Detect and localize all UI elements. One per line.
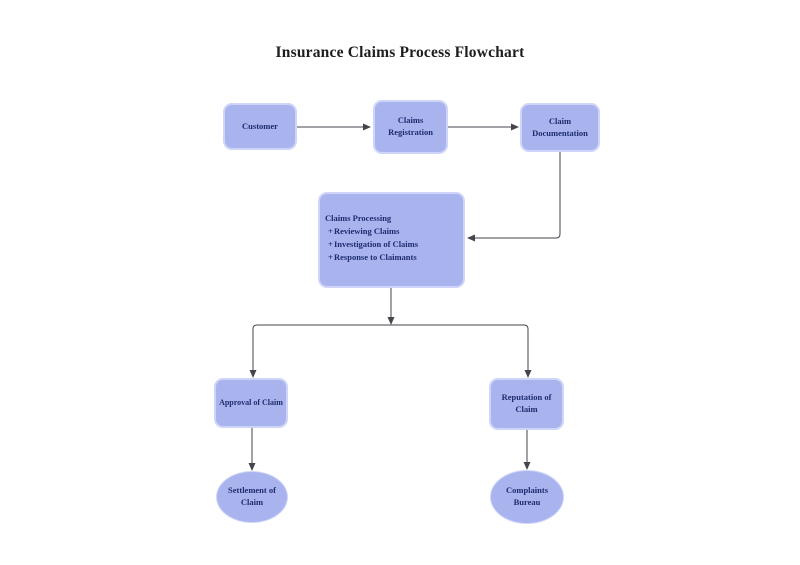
node-claims-registration-label: Claims Registration (388, 115, 433, 137)
arrowhead-approval (249, 370, 257, 378)
page-title: Insurance Claims Process Flowchart (275, 44, 525, 61)
node-claim-documentation-label: Claim Documentation (532, 115, 588, 138)
arrowhead-settlement (248, 463, 256, 471)
node-reputation-of-claim: Reputation of Claim (489, 378, 564, 430)
node-complaints-label: Complaints Bureau (505, 485, 549, 507)
arrowhead-processing (467, 234, 475, 242)
node-customer: Customer (223, 103, 297, 150)
arrowhead-registration (363, 123, 371, 131)
claims-processing-heading: Claims Processing (325, 213, 392, 223)
claims-processing-item: + Investigation of Claims (325, 238, 418, 251)
connector-branch-rail (252, 324, 529, 371)
claims-processing-item-label: Reviewing Claims (334, 226, 400, 236)
node-reputation-label: Reputation of Claim (501, 392, 552, 414)
arrowhead-branch-junction (387, 317, 395, 325)
node-claims-registration: Claims Registration (373, 100, 448, 154)
bullet-icon: + (328, 239, 333, 249)
bullet-icon: + (328, 252, 333, 262)
node-settlement-of-claim: Settlement of Claim (216, 471, 288, 523)
claims-processing-item: + Reviewing Claims (325, 225, 399, 238)
arrowhead-complaints (523, 462, 531, 470)
node-settlement-label: Settlement of Claim (228, 485, 276, 507)
node-customer-label: Customer (242, 120, 278, 131)
node-claims-processing: Claims Processing + Reviewing Claims + I… (318, 192, 465, 288)
node-approval-label: Approval of Claim (219, 398, 283, 408)
node-complaints-bureau: Complaints Bureau (490, 470, 564, 524)
node-approval-of-claim: Approval of Claim (214, 378, 288, 428)
arrowhead-documentation (511, 123, 519, 131)
claims-processing-item-label: Response to Claimants (334, 252, 417, 262)
bullet-icon: + (328, 226, 333, 236)
connector-documentation-to-processing (475, 152, 561, 239)
node-claim-documentation: Claim Documentation (520, 103, 600, 152)
arrowhead-reputation (524, 370, 532, 378)
claims-processing-item-label: Investigation of Claims (334, 239, 419, 249)
claims-processing-item: + Response to Claimants (325, 251, 417, 264)
